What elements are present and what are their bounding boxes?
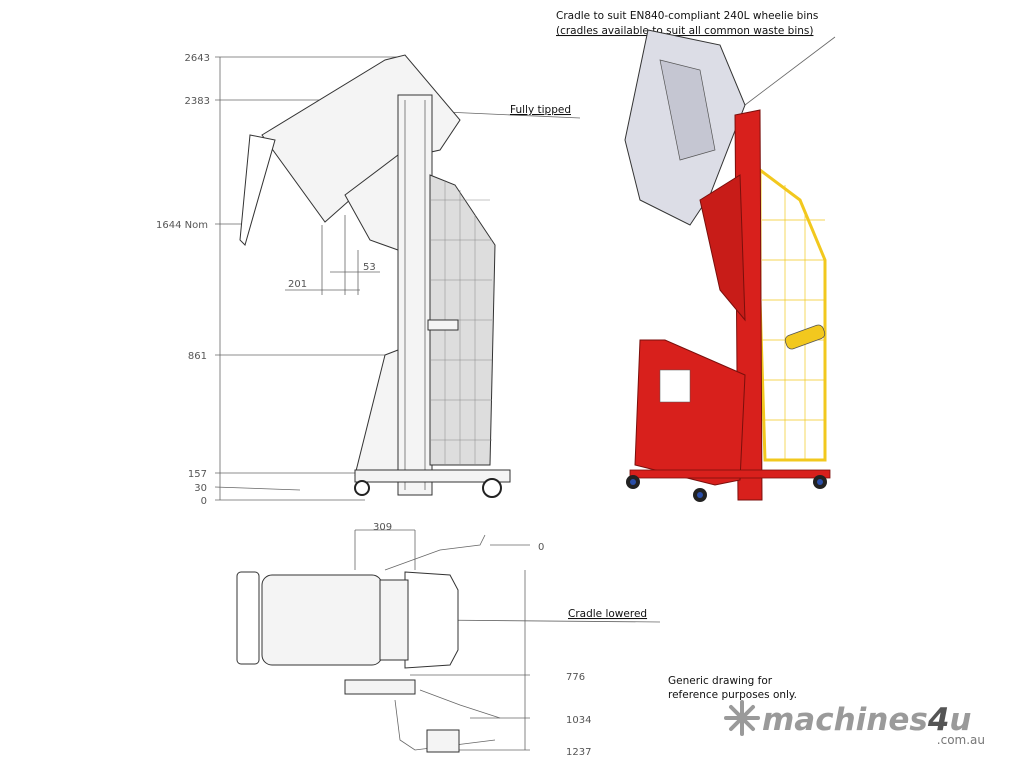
render-view: Cradle to suit EN840-compliant 240L whee… xyxy=(556,10,836,502)
red-tub xyxy=(634,339,746,486)
snowflake-logo-icon xyxy=(724,700,760,736)
note-cradle-line1: Cradle to suit EN840-compliant 240L whee… xyxy=(556,10,818,22)
dimension-1034: 1034 xyxy=(566,715,591,726)
dimension-201: 201 xyxy=(288,279,307,290)
dimension-157: 157 xyxy=(188,469,207,480)
dimension-2383: 2383 xyxy=(185,96,210,107)
dimension-1237: 1237 xyxy=(566,747,591,758)
dimension-776: 776 xyxy=(566,672,585,683)
side-view-dimensions: 2643 2383 1644 Nom 861 157 30 0 201 53 F… xyxy=(156,53,581,507)
machines4u-logo: machines4u .com.au xyxy=(724,700,985,747)
logo-wordmark: machines4u xyxy=(762,702,972,738)
disclaimer-line1: Generic drawing for xyxy=(668,675,773,687)
dimension-1644-nom: 1644 Nom xyxy=(156,220,208,231)
dimension-0: 0 xyxy=(201,496,207,507)
dimension-plan-0: 0 xyxy=(538,542,544,553)
note-cradle-line2: (cradles available to suit all common wa… xyxy=(556,25,813,37)
yellow-guard xyxy=(758,167,827,462)
dimension-2643: 2643 xyxy=(185,53,210,64)
plan-view: 309 0 776 1034 1237 Cradle lowered xyxy=(236,522,661,758)
disclaimer-line2: reference purposes only. xyxy=(668,689,797,701)
side-view-machine xyxy=(239,54,511,498)
logo-domain: .com.au xyxy=(937,733,985,747)
dimension-861: 861 xyxy=(188,351,207,362)
callout-cradle-lowered: Cradle lowered xyxy=(568,608,647,620)
dimension-30: 30 xyxy=(194,483,207,494)
dimension-309: 309 xyxy=(373,522,392,533)
dimension-53: 53 xyxy=(363,262,376,273)
callout-fully-tipped: Fully tipped xyxy=(510,104,571,116)
